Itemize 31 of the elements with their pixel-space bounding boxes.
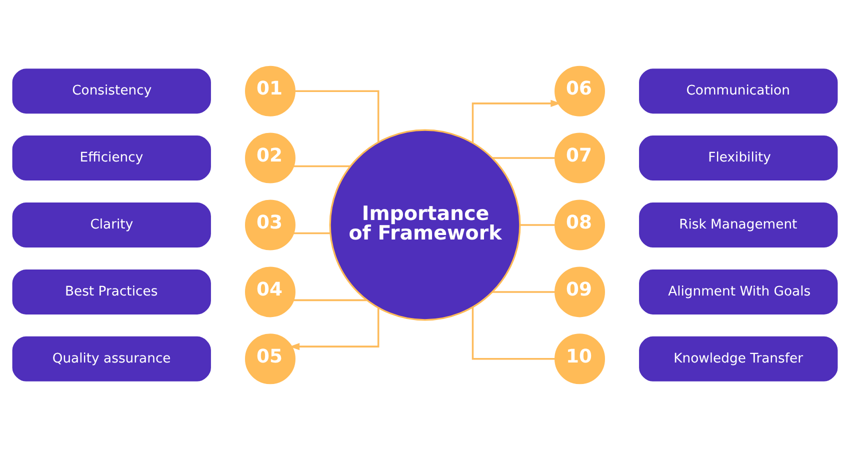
connector	[295, 90, 380, 142]
node-box: Knowledge Transfer	[639, 336, 838, 382]
node-circle: 05	[244, 334, 296, 384]
connector	[472, 307, 555, 360]
node-circle: 03	[244, 200, 296, 250]
node-box: Risk Management	[639, 202, 838, 248]
node-circle: 06	[554, 66, 606, 116]
connector	[294, 299, 367, 302]
connector	[294, 165, 350, 168]
node-box: Communication	[639, 68, 838, 114]
node-circle: Importance of Framework	[329, 129, 521, 321]
arrow	[472, 100, 561, 143]
node-circle: 09	[554, 266, 606, 318]
connector	[492, 291, 555, 293]
node-circle: 10	[554, 334, 606, 384]
node-circle: 02	[244, 132, 296, 184]
node-circle: 08	[554, 200, 606, 250]
node-box: Best Practices	[12, 269, 211, 314]
connector	[520, 224, 555, 226]
node-box: Quality assurance	[12, 336, 211, 382]
connector	[294, 232, 330, 234]
arrow	[289, 308, 380, 350]
node-box: Clarity	[12, 202, 211, 248]
node-box: Alignment With Goals	[639, 269, 838, 314]
node-circle: 01	[244, 66, 296, 116]
connector	[492, 157, 555, 159]
node-box: Flexibility	[639, 136, 838, 181]
node-circle: 04	[244, 266, 296, 318]
node-circle: 07	[554, 132, 606, 184]
node-box: Consistency	[12, 68, 211, 114]
node-box: Efficiency	[12, 136, 211, 181]
